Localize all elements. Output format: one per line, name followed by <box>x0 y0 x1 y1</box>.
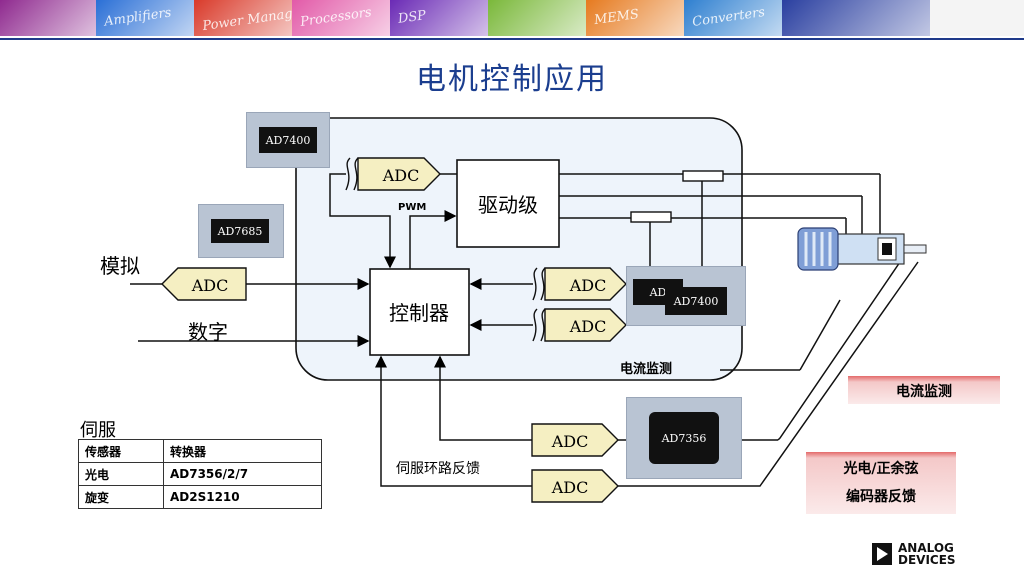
table-row: 光电 AD7356/2/7 <box>78 462 323 486</box>
logo-text: ANALOG DEVICES <box>898 542 956 566</box>
table-cell: 光电 <box>78 462 164 486</box>
adc-block-feedback-2: ADC <box>531 469 619 503</box>
banner-segment-mems: MEMS <box>586 0 684 36</box>
banner-segment-converters: Converters <box>684 0 782 36</box>
table-cell: 转换器 <box>162 439 323 463</box>
chip-label: AD7400 <box>259 127 317 153</box>
banner-segment-power: Power Management <box>194 0 292 36</box>
adc-label: ADC <box>191 276 229 295</box>
chip-label: AD7356 <box>649 412 719 464</box>
motor-icon <box>797 227 927 271</box>
adc-label: ADC <box>551 432 589 451</box>
shunt-resistor <box>630 211 672 223</box>
drive-stage-label: 驱动级 <box>478 193 538 217</box>
table-row: 旋变 AD2S1210 <box>78 485 323 509</box>
current-monitor-tag: 电流监测 <box>848 376 1000 404</box>
servo-loop-feedback-label: 伺服环路反馈 <box>396 461 480 477</box>
adc-label: ADC <box>382 166 420 185</box>
chip-label: AD7685 <box>211 219 269 243</box>
logo-triangle-icon <box>872 543 892 565</box>
current-monitor-label: 电流监测 <box>620 361 672 377</box>
adc-label: ADC <box>569 276 607 295</box>
banner-segment-amplifiers: Amplifiers <box>96 0 194 36</box>
pwm-label: PWM <box>398 202 426 213</box>
table-cell: AD7356/2/7 <box>162 462 323 486</box>
banner-segment <box>488 0 586 36</box>
chip-ad7400-mid: AD AD7400 <box>626 266 746 326</box>
table-row: 传感器 转换器 <box>78 439 323 463</box>
chip-label: AD7400 <box>665 287 727 315</box>
adc-block-current-2: ADC <box>532 308 627 342</box>
shunt-resistor <box>682 170 724 182</box>
servo-table: 传感器 转换器 光电 AD7356/2/7 旋变 AD2S1210 <box>78 439 323 509</box>
adc-label: ADC <box>569 317 607 336</box>
analog-input-label: 模拟 <box>100 254 140 278</box>
drive-stage-block <box>456 159 560 248</box>
adc-block-analog: ADC <box>161 267 247 301</box>
logo-line1: ANALOG <box>898 541 954 555</box>
banner-segment <box>0 0 96 36</box>
chip-ad7356: AD7356 <box>626 397 742 479</box>
banner-segment-processors: Processors <box>292 0 390 36</box>
top-banner: Amplifiers Power Management Processors D… <box>0 0 1024 36</box>
page-title: 电机控制应用 <box>416 62 608 97</box>
table-cell: 旋变 <box>78 485 164 509</box>
adc-block-top: ADC <box>345 157 441 191</box>
encoder-tag-line2: 编码器反馈 <box>846 489 916 505</box>
controller-block <box>369 268 470 356</box>
encoder-feedback-tag: 光电/正余弦 编码器反馈 <box>806 452 956 514</box>
chip-ad7685: AD7685 <box>198 204 284 258</box>
chip-ad7400-top: AD7400 <box>246 112 330 168</box>
controller-label: 控制器 <box>389 301 449 325</box>
table-cell: 传感器 <box>78 439 164 463</box>
banner-segment <box>782 0 930 36</box>
adc-block-current-1: ADC <box>532 267 627 301</box>
encoder-tag-line1: 光电/正余弦 <box>843 461 919 477</box>
adc-block-feedback-1: ADC <box>531 423 619 457</box>
table-cell: AD2S1210 <box>162 485 323 509</box>
banner-divider <box>0 38 1024 40</box>
servo-title: 伺服 <box>80 420 116 441</box>
banner-segment-dsp: DSP <box>390 0 488 36</box>
logo-line2: DEVICES <box>898 553 956 567</box>
digital-input-label: 数字 <box>188 320 228 344</box>
adc-label: ADC <box>551 478 589 497</box>
